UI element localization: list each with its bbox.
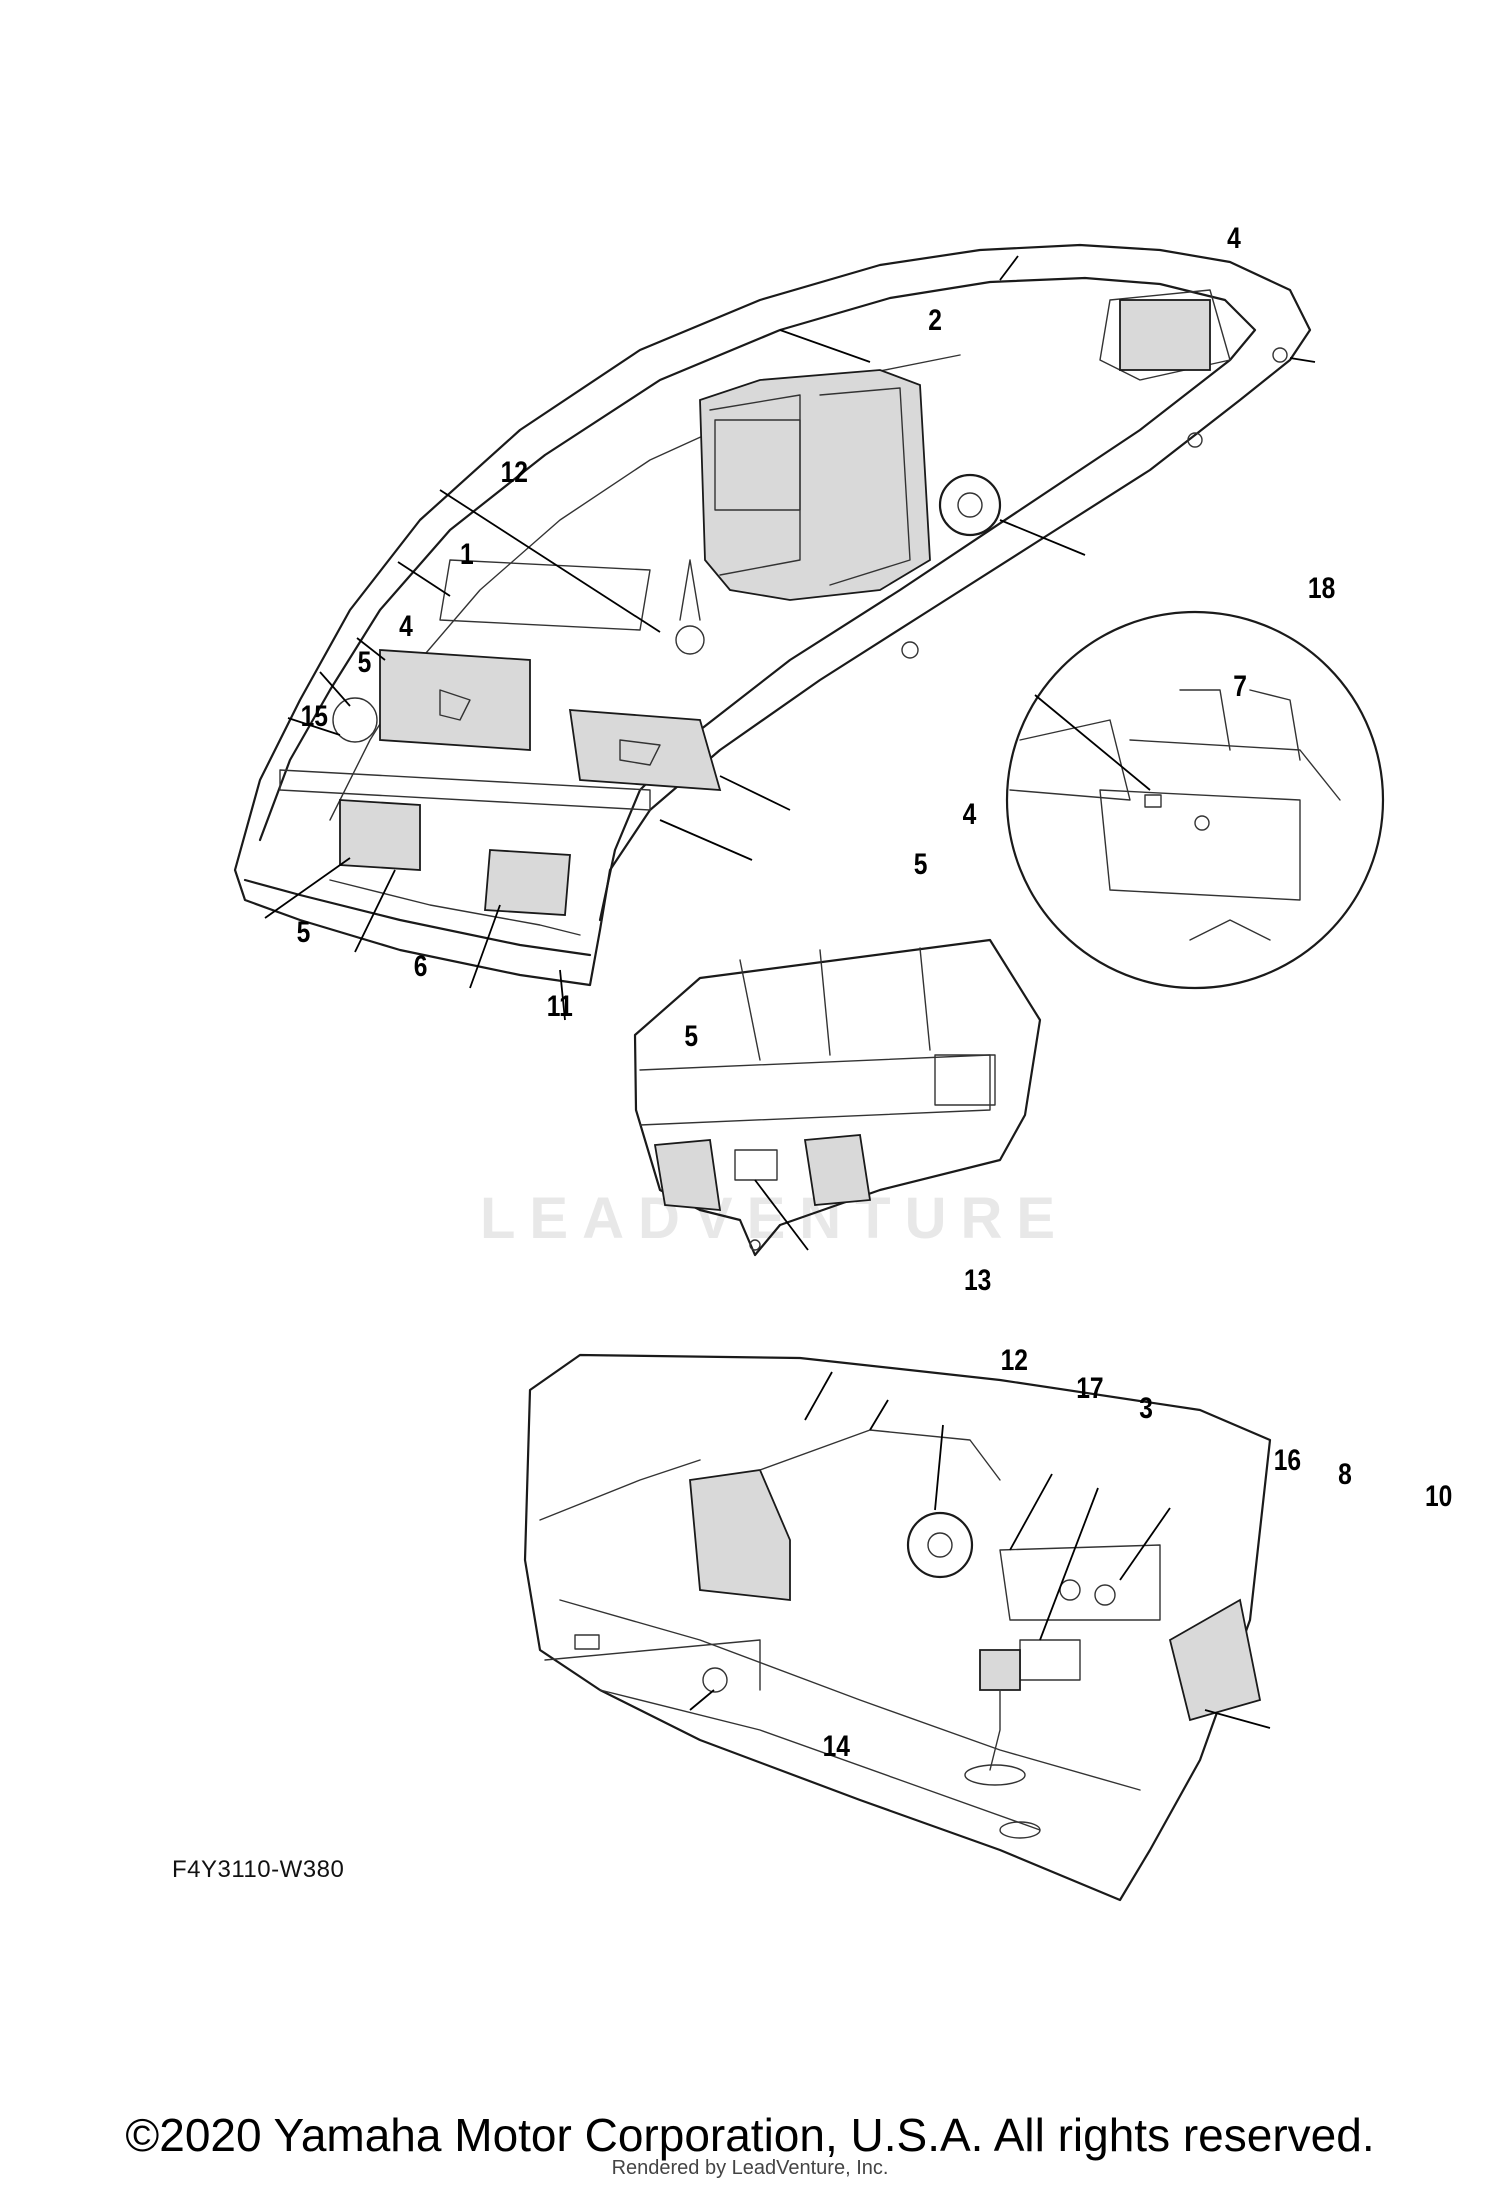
callout-3: 3 bbox=[1139, 1391, 1153, 1425]
callout-15: 15 bbox=[301, 699, 328, 733]
callout-8: 8 bbox=[1338, 1457, 1352, 1491]
callout-5-side: 5 bbox=[914, 847, 928, 881]
callout-5-left: 5 bbox=[358, 645, 372, 679]
detail-view-13 bbox=[633, 938, 1042, 1257]
callout-11: 11 bbox=[547, 989, 573, 1023]
callout-7: 7 bbox=[1233, 669, 1247, 703]
callout-5-stern: 5 bbox=[297, 915, 311, 949]
callout-6: 6 bbox=[414, 949, 428, 983]
callout-2: 2 bbox=[928, 303, 942, 337]
boat-overview-drawing bbox=[233, 243, 1312, 987]
callout-12-top: 12 bbox=[501, 455, 528, 489]
callout-4-side: 4 bbox=[963, 797, 977, 831]
callout-13: 13 bbox=[964, 1263, 991, 1297]
callout-16: 16 bbox=[1274, 1443, 1301, 1477]
detail-view-7 bbox=[1005, 610, 1385, 990]
leader-lines bbox=[264, 255, 1316, 1729]
helm-detail-drawing bbox=[523, 1353, 1272, 1902]
callout-5-bottom: 5 bbox=[684, 1019, 698, 1053]
callout-10: 10 bbox=[1425, 1479, 1452, 1513]
callout-12-helm: 12 bbox=[1001, 1343, 1028, 1377]
callout-17: 17 bbox=[1076, 1371, 1103, 1405]
callout-4-top: 4 bbox=[1227, 221, 1241, 255]
rendered-by-note: Rendered by LeadVenture, Inc. bbox=[611, 2157, 889, 2179]
callout-1: 1 bbox=[460, 537, 474, 571]
callout-4-left: 4 bbox=[399, 609, 413, 643]
callout-14: 14 bbox=[823, 1729, 851, 1763]
callout-18: 18 bbox=[1308, 571, 1335, 605]
copyright-notice: ©2020 Yamaha Motor Corporation, U.S.A. A… bbox=[125, 2109, 1375, 2161]
drawing-code: F4Y3110-W380 bbox=[172, 1856, 345, 1883]
callouts: 4 2 4 12 1 18 4 5 15 7 4 5 5 6 11 5 13 1… bbox=[297, 221, 1453, 1763]
